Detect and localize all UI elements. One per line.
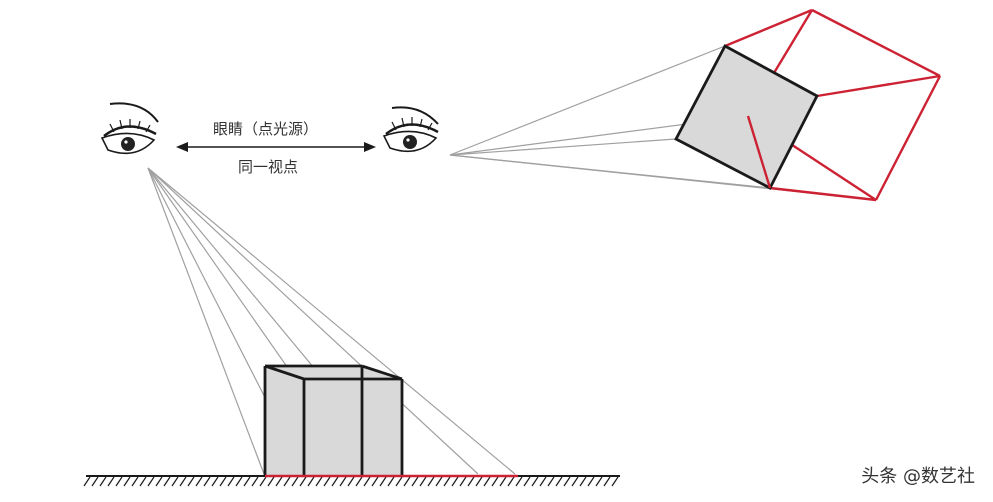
left-rays	[147, 167, 516, 475]
same-viewpoint-label: 同一视点	[238, 158, 299, 176]
floating-cube	[674, 44, 819, 190]
ground-line	[83, 474, 620, 487]
eye-icon-right	[382, 106, 439, 153]
eye-light-source-label: 眼睛（点光源）	[213, 120, 319, 138]
watermark: 头条 @数艺社	[861, 466, 975, 487]
eye-icon-left	[100, 102, 159, 155]
right-rays	[449, 45, 877, 201]
ground-cube	[263, 364, 404, 476]
double-arrow-icon	[176, 142, 376, 152]
